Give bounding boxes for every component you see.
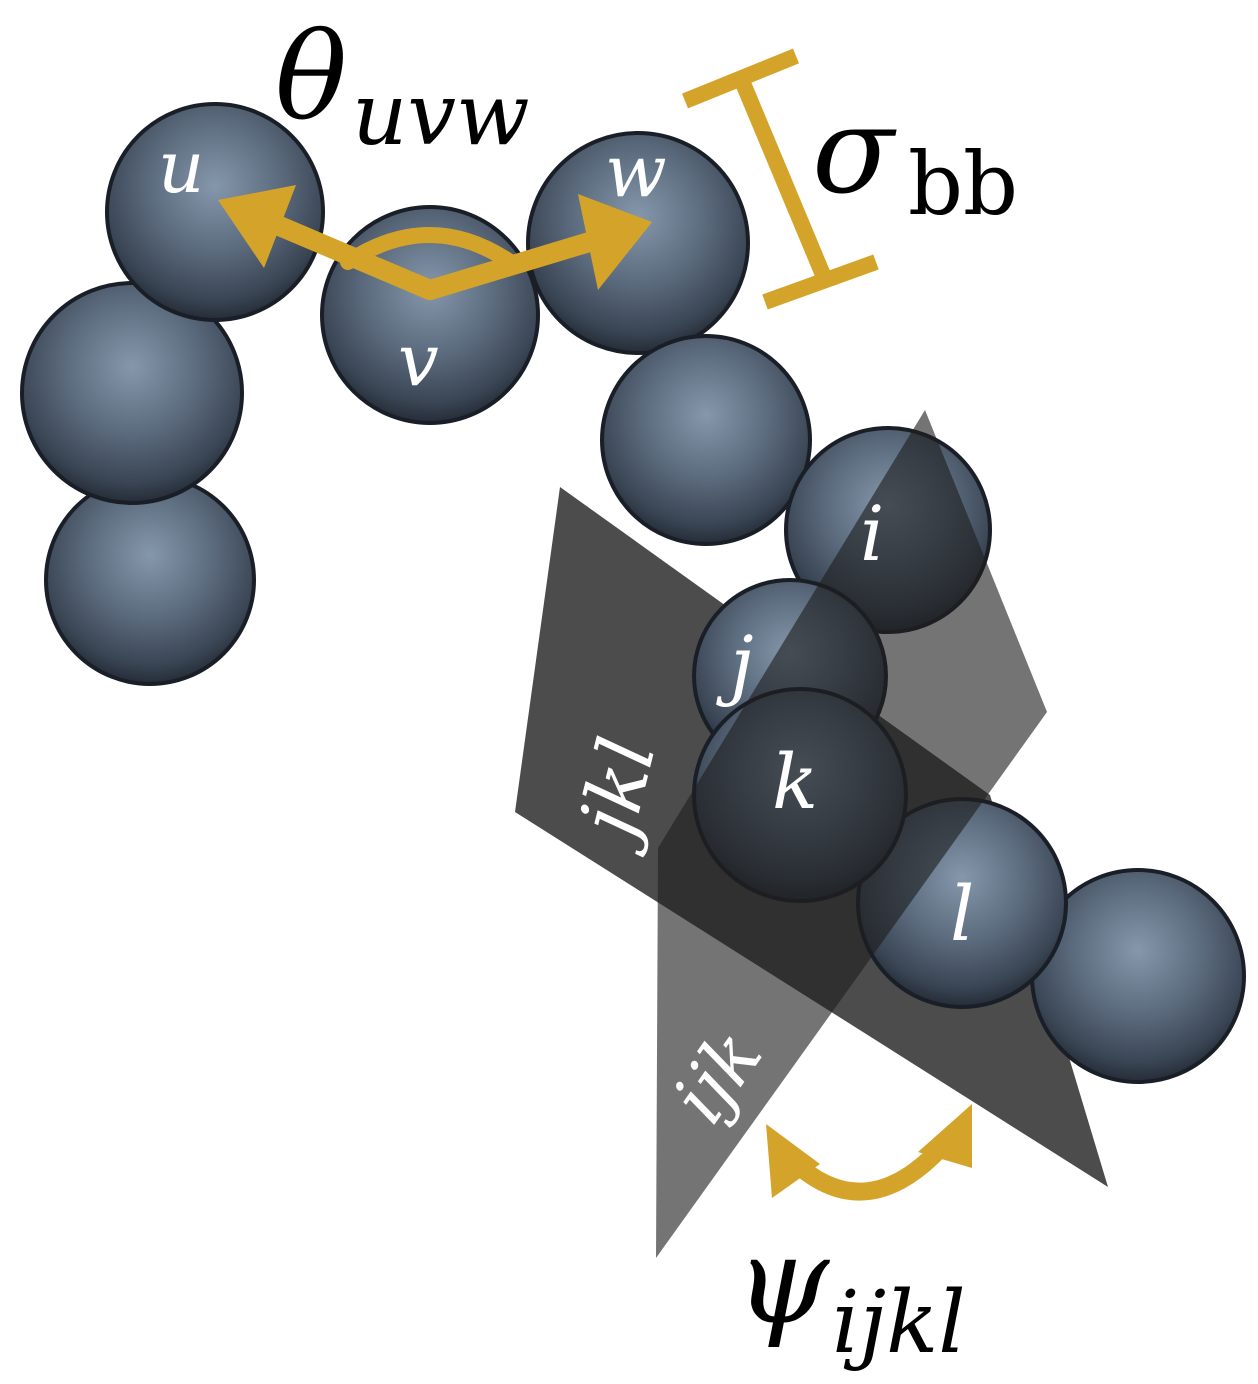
psi-subscript: ijkl [832, 1273, 966, 1373]
bead-tail-2 [44, 474, 256, 686]
sigma-subscript: bb [908, 135, 1018, 235]
bead-w-label: w [605, 129, 667, 213]
psi-label: ψ ijkl [735, 1212, 966, 1373]
bond-v-u-arrow [260, 212, 440, 300]
bond-v-w-arrow [420, 230, 606, 300]
sigma-bar-line [732, 72, 834, 286]
sigma-bb-bar [681, 48, 879, 310]
plane-ijk [656, 410, 1047, 1258]
sigma-bar-top-cap [681, 48, 800, 109]
bead-l-label: l [950, 869, 974, 958]
bead-u-label: u [158, 125, 204, 209]
bead-connector [600, 334, 812, 546]
theta-subscript: uvw [352, 65, 530, 165]
bead-u [105, 102, 325, 322]
theta-label: θ uvw [275, 8, 530, 165]
dihedral-arc [783, 1131, 957, 1201]
theta-symbol: θ [275, 8, 347, 147]
angle-theta-arrows [218, 185, 652, 300]
bead-w [526, 131, 750, 355]
arrowhead-u [218, 185, 296, 268]
dihedral-arrowhead-left [766, 1124, 820, 1198]
dihedral-arrowhead-right [918, 1104, 972, 1168]
dihedral-psi-arrow [766, 1104, 972, 1201]
bead-i-label: i [860, 489, 884, 578]
angle-theta-arc [340, 227, 518, 270]
bead-v-label: v [398, 318, 439, 402]
sigma-label: σ bb [812, 82, 1018, 235]
sigma-bar-bottom-cap [762, 254, 879, 310]
sigma-symbol: σ [812, 82, 897, 221]
bead-k-label: k [772, 737, 818, 826]
psi-symbol: ψ [735, 1212, 831, 1351]
arrowhead-w [578, 194, 652, 290]
